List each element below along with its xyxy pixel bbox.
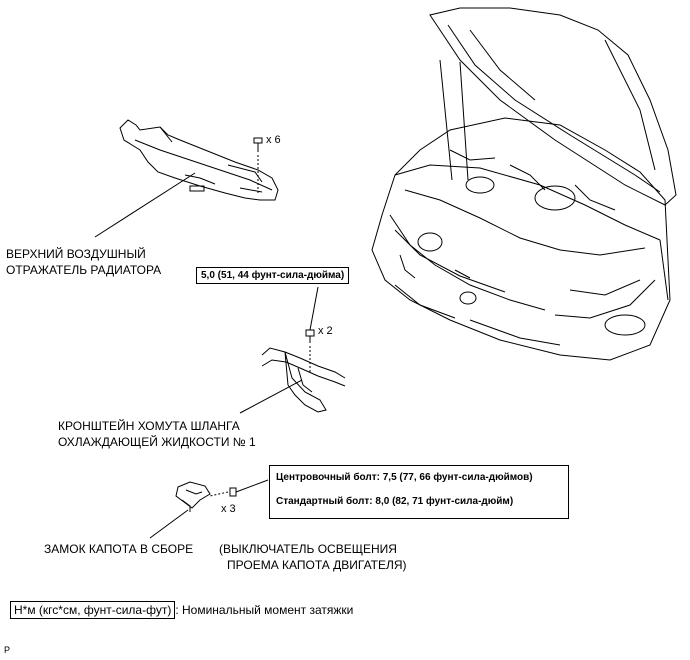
corner-mark: P <box>4 645 11 655</box>
bolt-quantity: x 2 <box>318 325 333 337</box>
center-bolt-torque: Центровочный болт: 7,5 (77, 66 фунт-сила… <box>276 472 533 483</box>
leader-torque-bracket <box>309 286 319 331</box>
air-deflector-part <box>119 119 279 201</box>
lock-torque-box: Центровочный болт: 7,5 (77, 66 фунт-сила… <box>269 465 569 519</box>
bolt-part <box>305 329 315 372</box>
clip-quantity: x 6 <box>266 134 281 146</box>
lock-bolt-quantity: x 3 <box>221 503 236 515</box>
leader-lock <box>149 509 189 539</box>
torque-legend: Н*м (кгс*см, фунт-сила-фут): Номинальный… <box>10 601 354 619</box>
legend-unit-box: Н*м (кгс*см, фунт-сила-фут) <box>10 601 176 619</box>
hose-clamp-bracket-label: КРОНШТЕЙН ХОМУТА ШЛАНГА ОХЛАЖДАЮЩЕЙ ЖИДК… <box>58 419 256 449</box>
clip-part <box>253 137 263 195</box>
leader-deflector <box>94 172 196 238</box>
upper-air-deflector-label: ВЕРХНИЙ ВОЗДУШНЫЙ ОТРАЖАТЕЛЬ РАДИАТОРА <box>6 247 162 277</box>
hood-lock-part <box>175 481 211 512</box>
hood-lock-label: ЗАМОК КАПОТА В СБОРЕ <box>44 542 194 556</box>
legend-description: : Номинальный момент затяжки <box>175 603 354 617</box>
car-front-illustration <box>371 7 677 361</box>
hood-switch-label: (ВЫКЛЮЧАТЕЛЬ ОСВЕЩЕНИЯ ПРОЕМА КАПОТА ДВИ… <box>219 542 407 572</box>
leader-bracket <box>239 379 303 414</box>
leader-torque-lock <box>235 479 269 493</box>
hose-clamp-bracket-part <box>261 347 346 413</box>
bracket-torque-box: 5,0 (51, 44 фунт-сила-дюйма) <box>196 267 350 284</box>
lock-bolt-part <box>209 487 237 497</box>
standard-bolt-torque: Стандартный болт: 8,0 (82, 71 фунт-сила-… <box>276 496 514 507</box>
